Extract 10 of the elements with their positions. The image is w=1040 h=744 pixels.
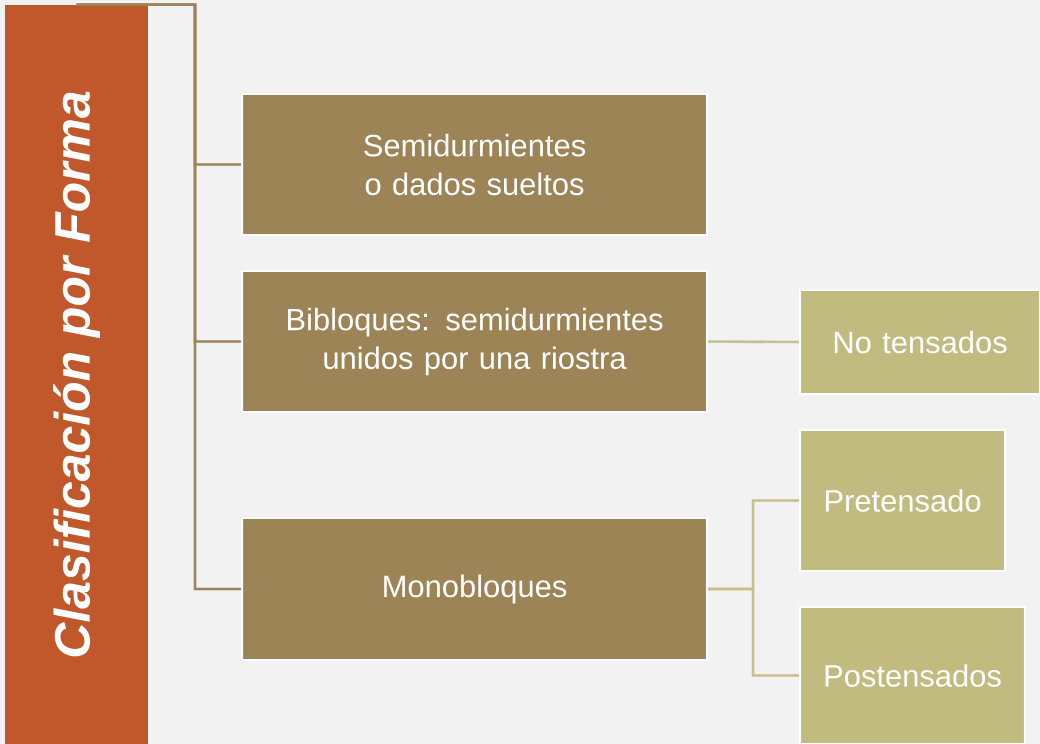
category-box: Semidurmientes o dados sueltos [241, 92, 709, 237]
connector-line [708, 587, 799, 677]
connector-line [76, 3, 241, 591]
category-box: No tensados [799, 288, 1040, 396]
connector-line [708, 340, 799, 344]
category-box: Pretensado [799, 428, 1007, 573]
title-banner: Clasificación por Forma [5, 5, 148, 744]
category-box: Monobloques [241, 516, 709, 662]
category-box: Postensados [799, 605, 1027, 744]
category-box: Bibloques: semidurmientes unidos por una riostra [241, 269, 709, 414]
